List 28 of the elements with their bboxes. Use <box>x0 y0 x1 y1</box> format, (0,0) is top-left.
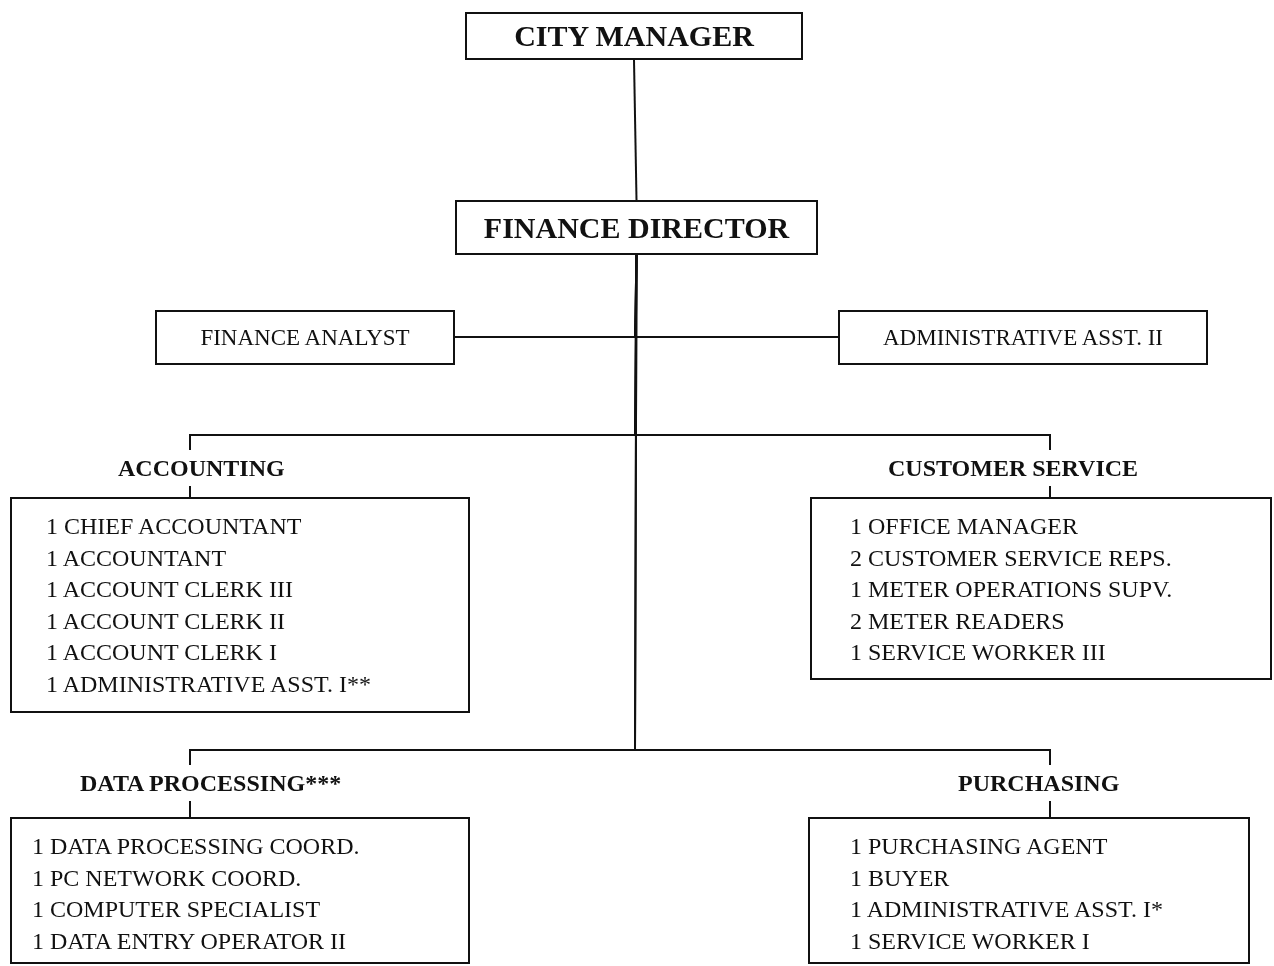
staff-position: 1 PURCHASING AGENT <box>850 832 1109 861</box>
staff-position: 1 ADMINISTRATIVE ASST. I* <box>850 895 1164 924</box>
position-box: FINANCE ANALYST <box>155 310 455 365</box>
staff-position: 1 DATA ENTRY OPERATOR II <box>32 926 348 956</box>
staff-position: 1 SERVICE WORKER III <box>850 638 1107 667</box>
section-heading: DATA PROCESSING*** <box>80 769 342 798</box>
staff-position: 1 ACCOUNT CLERK I <box>46 638 278 667</box>
staff-position: 1 ACCOUNTANT <box>46 543 228 573</box>
section-heading: CUSTOMER SERVICE <box>888 454 1139 483</box>
position-box: CITY MANAGER <box>465 12 803 60</box>
staff-position: 1 CHIEF ACCOUNTANT <box>46 512 303 541</box>
position-box: FINANCE DIRECTOR <box>455 200 818 255</box>
staff-position: 2 METER READERS <box>850 606 1066 636</box>
section-heading: PURCHASING <box>958 769 1120 798</box>
staff-position: 1 ACCOUNT CLERK II <box>46 606 286 636</box>
staff-position: 1 ACCOUNT CLERK III <box>46 575 294 604</box>
staff-position: 1 PC NETWORK COORD. <box>32 863 303 893</box>
position-box: ADMINISTRATIVE ASST. II <box>838 310 1208 365</box>
staff-position: 1 BUYER <box>850 863 951 893</box>
staff-position: 1 METER OPERATIONS SUPV. <box>850 575 1174 604</box>
section-heading: ACCOUNTING <box>118 454 285 483</box>
staff-position: 1 ADMINISTRATIVE ASST. I** <box>46 669 372 699</box>
connector-line <box>633 59 638 201</box>
staff-position: 1 DATA PROCESSING COORD. <box>32 832 361 861</box>
staff-position: 2 CUSTOMER SERVICE REPS. <box>850 543 1173 573</box>
staff-position: 1 COMPUTER SPECIALIST <box>32 895 322 924</box>
staff-position: 1 SERVICE WORKER I <box>850 926 1091 956</box>
staff-position: 1 OFFICE MANAGER <box>850 512 1080 541</box>
